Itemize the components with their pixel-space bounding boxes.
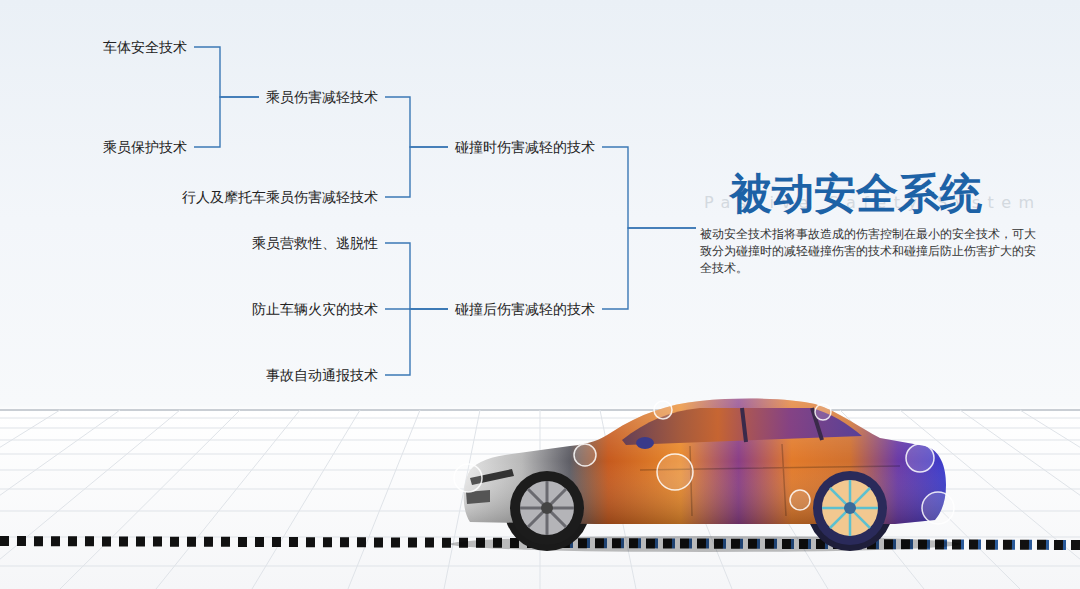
tree-label: 防止车辆火灾的技术 [252,300,378,318]
tree-connector [385,97,448,147]
tree-connector [385,243,448,309]
tree-label: 事故自动通报技术 [266,366,378,384]
tree-connector [602,147,696,228]
description-text: 被动安全技术指将事故造成的伤害控制在最小的安全技术，可大致分为碰撞时的减轻碰撞伤… [700,226,1040,277]
tree-node: 乘员保护技术 [100,136,190,158]
tree-node: 乘员营救性、逃脱性 [249,232,381,254]
tree-label: 乘员营救性、逃脱性 [252,234,378,252]
root-node: 被动安全系统被动安全技术指将事故造成的伤害控制在最小的安全技术，可大致分为碰撞时… [700,168,1040,277]
tree-connector [602,228,696,309]
tree-node: 行人及摩托车乘员伤害减轻技术 [179,186,381,208]
tree-label: 乘员伤害减轻技术 [266,88,378,106]
tree-label: 碰撞后伤害减轻的技术 [455,300,595,318]
tree-label: 乘员保护技术 [103,138,187,156]
tree-node: 防止车辆火灾的技术 [249,298,381,320]
tree-label: 车体安全技术 [103,38,187,56]
tree-node: 车体安全技术 [100,36,190,58]
tree-node: 乘员伤害减轻技术 [263,86,381,108]
tree-connector [385,309,448,375]
tree-label: 行人及摩托车乘员伤害减轻技术 [182,188,378,206]
tree-node: 碰撞后伤害减轻的技术 [452,298,598,320]
system-title: 被动安全系统 [730,168,1040,220]
tree-connector [194,47,259,97]
tree-connector [385,147,448,197]
tree-node: 事故自动通报技术 [263,364,381,386]
tree-node: 碰撞时伤害减轻的技术 [452,136,598,158]
tree-connector [194,97,259,147]
tree-label: 碰撞时伤害减轻的技术 [455,138,595,156]
